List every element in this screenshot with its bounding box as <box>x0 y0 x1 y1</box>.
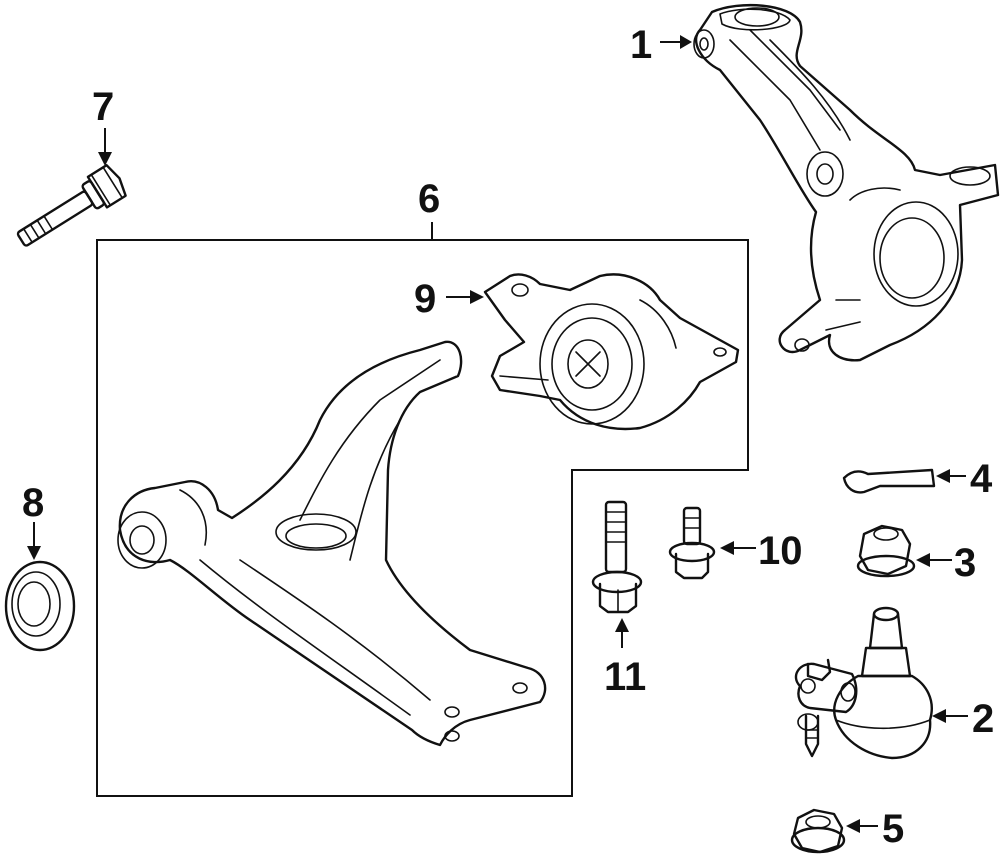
callout-6-label: 6 <box>418 177 440 221</box>
bolt-10 <box>668 506 716 580</box>
bushing <box>483 273 740 431</box>
callout-2-label: 2 <box>972 697 994 741</box>
callout-1-label: 1 <box>630 23 652 67</box>
flange-nut <box>790 808 846 854</box>
callout-3-arrow <box>916 553 930 567</box>
bolt-7 <box>16 163 127 247</box>
callout-3-label: 3 <box>954 541 976 585</box>
callout-4-label: 4 <box>970 457 993 501</box>
callout-10-label: 10 <box>758 529 803 573</box>
steering-knuckle <box>693 3 1000 362</box>
bolt-11 <box>591 500 643 614</box>
callout-8-label: 8 <box>22 481 44 525</box>
callout-10-arrow <box>720 541 734 555</box>
seal <box>4 560 76 652</box>
nut-3 <box>856 524 916 578</box>
callout-11-arrow <box>615 618 629 632</box>
cotter-pin <box>842 468 936 494</box>
callout-11-label: 11 <box>604 655 646 699</box>
callout-9-arrow <box>470 290 484 304</box>
callout-5-arrow <box>846 819 860 833</box>
callout-7-arrow <box>98 152 112 166</box>
lower-control-arm <box>117 340 547 747</box>
callout-9-label: 9 <box>414 277 436 321</box>
callout-2-arrow <box>932 709 946 723</box>
control-arm-assembly-frame <box>96 239 749 797</box>
callout-5-label: 5 <box>882 807 904 851</box>
callout-4-arrow <box>936 469 950 483</box>
ball-joint <box>794 606 933 760</box>
callout-8-arrow <box>27 546 41 560</box>
callout-1-arrow <box>680 35 692 49</box>
callout-7-label: 7 <box>92 85 114 129</box>
